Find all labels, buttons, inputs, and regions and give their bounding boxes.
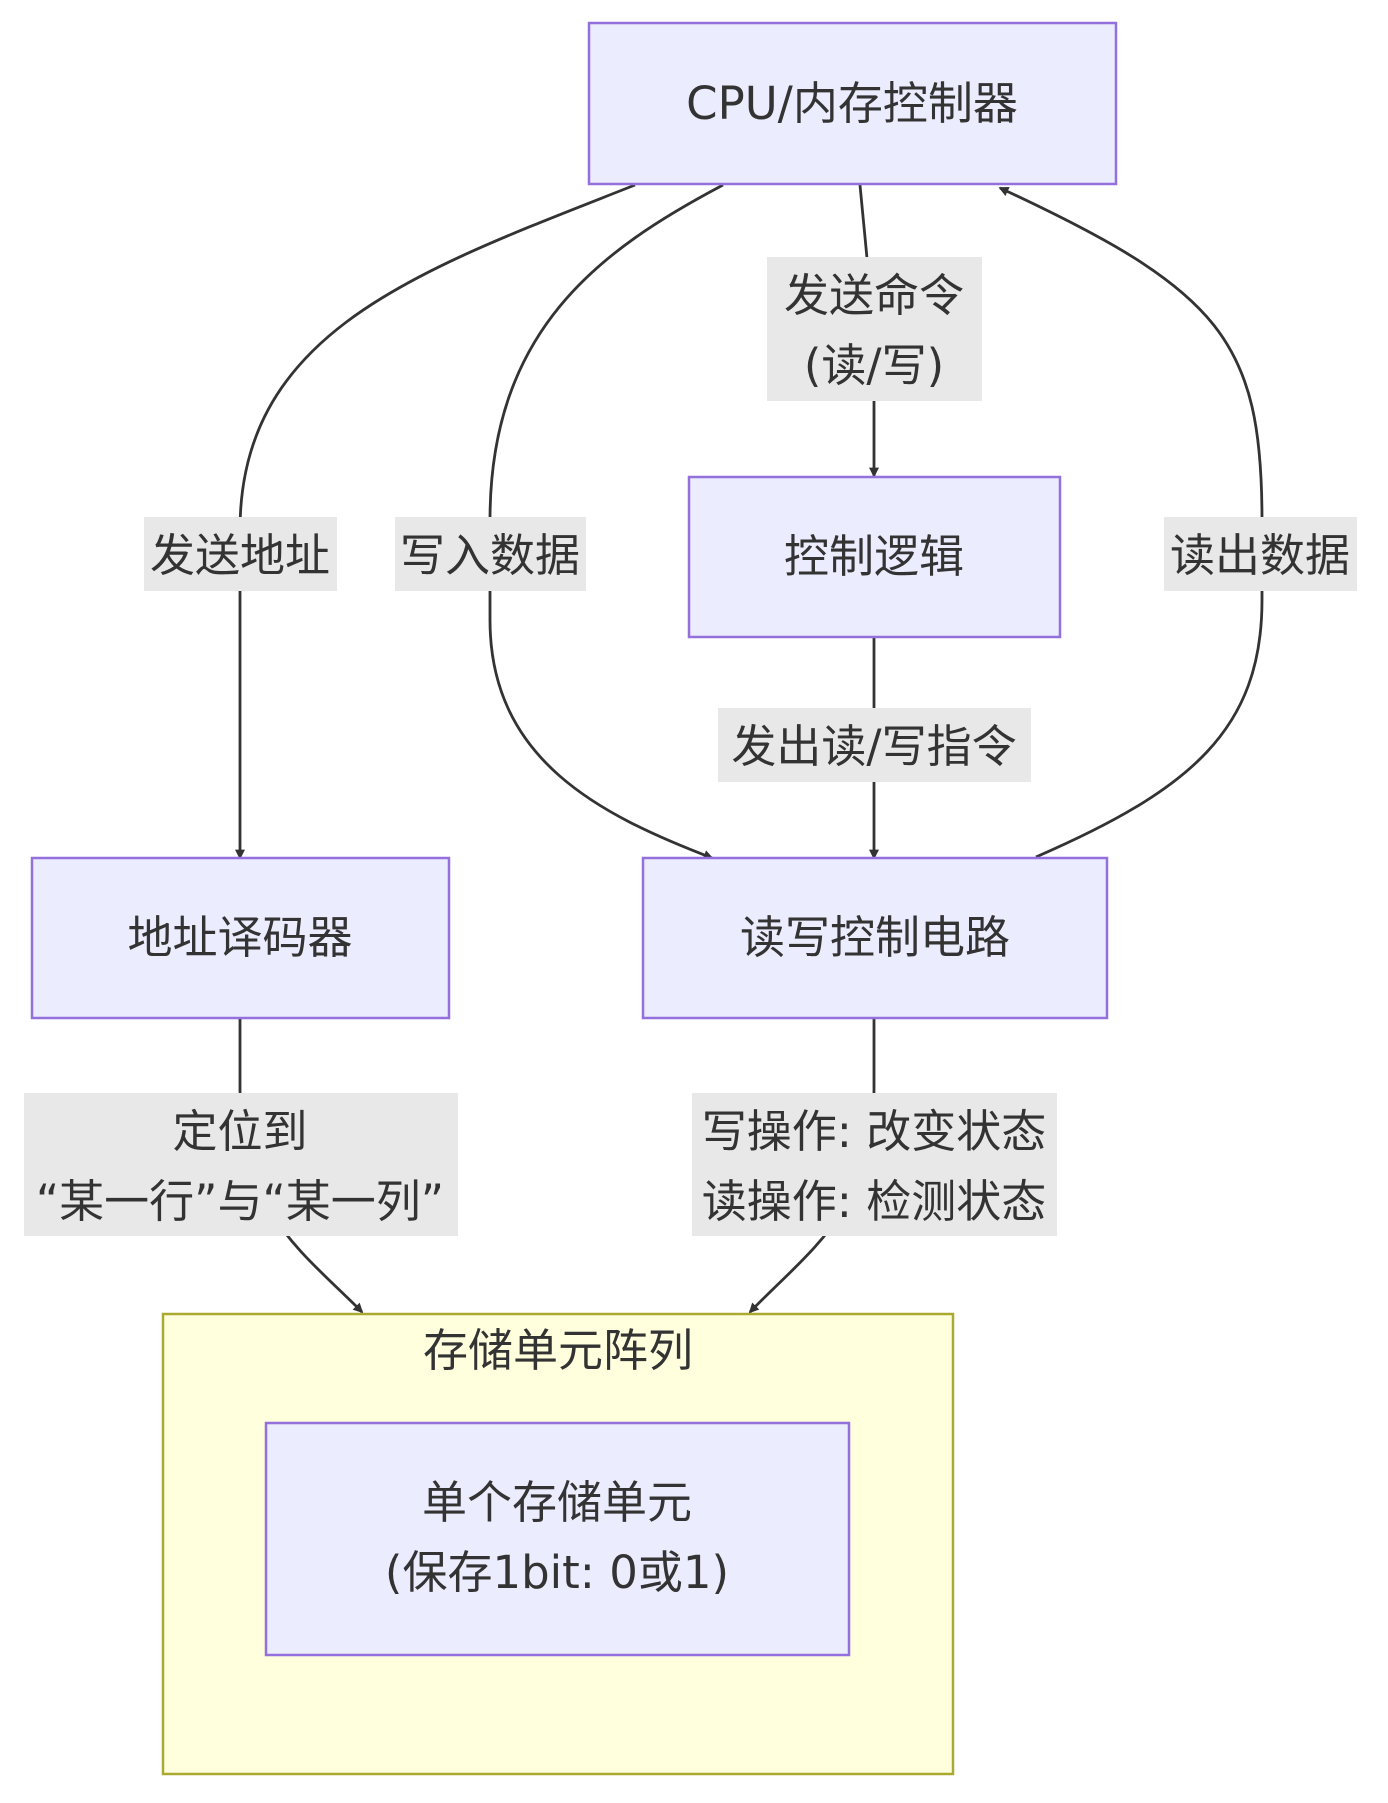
svg-text:发出读/写指令: 发出读/写指令 bbox=[731, 720, 1016, 773]
cluster-title: 存储单元阵列 bbox=[423, 1324, 693, 1377]
single-memory-cell-node: 单个存储单元 (保存1bit: 0或1) bbox=[264, 1421, 851, 1657]
edge-label-send-address: 发送地址 bbox=[144, 517, 337, 591]
edge-label-send-command: 发送命令 (读/写) bbox=[767, 257, 982, 401]
edge-label-issue-rw: 发出读/写指令 bbox=[718, 708, 1031, 782]
svg-text:(读/写): (读/写) bbox=[804, 339, 944, 392]
address-decoder-label: 地址译码器 bbox=[127, 911, 352, 964]
svg-text:写操作: 改变状态: 写操作: 改变状态 bbox=[702, 1105, 1046, 1158]
control-logic-node: 控制逻辑 bbox=[687, 475, 1062, 639]
svg-text:发送地址: 发送地址 bbox=[150, 529, 330, 582]
svg-text:读出数据: 读出数据 bbox=[1170, 529, 1350, 582]
edge-send-address bbox=[235, 183, 636, 860]
rw-control-circuit-node: 读写控制电路 bbox=[641, 856, 1109, 1020]
cell-label-line2: (保存1bit: 0或1) bbox=[385, 1546, 729, 1599]
edge-label-rw-ops: 写操作: 改变状态 读操作: 检测状态 bbox=[692, 1093, 1057, 1236]
svg-text:定位到: 定位到 bbox=[172, 1105, 307, 1158]
control-logic-label: 控制逻辑 bbox=[784, 530, 964, 583]
cpu-memory-controller-node: CPU/内存控制器 bbox=[587, 21, 1118, 186]
cpu-node-label: CPU/内存控制器 bbox=[686, 77, 1018, 130]
svg-text:写入数据: 写入数据 bbox=[400, 529, 580, 582]
rw-circuit-label: 读写控制电路 bbox=[740, 911, 1010, 964]
cell-label-line1: 单个存储单元 bbox=[422, 1476, 692, 1529]
svg-text:“某一行”与“某一列”: “某一行”与“某一列” bbox=[36, 1175, 444, 1228]
edge-label-read-data: 读出数据 bbox=[1164, 517, 1357, 591]
svg-text:读操作: 检测状态: 读操作: 检测状态 bbox=[702, 1175, 1046, 1228]
svg-text:发送命令: 发送命令 bbox=[784, 269, 964, 322]
edge-label-locate: 定位到 “某一行”与“某一列” bbox=[24, 1093, 458, 1236]
address-decoder-node: 地址译码器 bbox=[30, 856, 451, 1020]
edge-label-write-data: 写入数据 bbox=[395, 517, 586, 591]
